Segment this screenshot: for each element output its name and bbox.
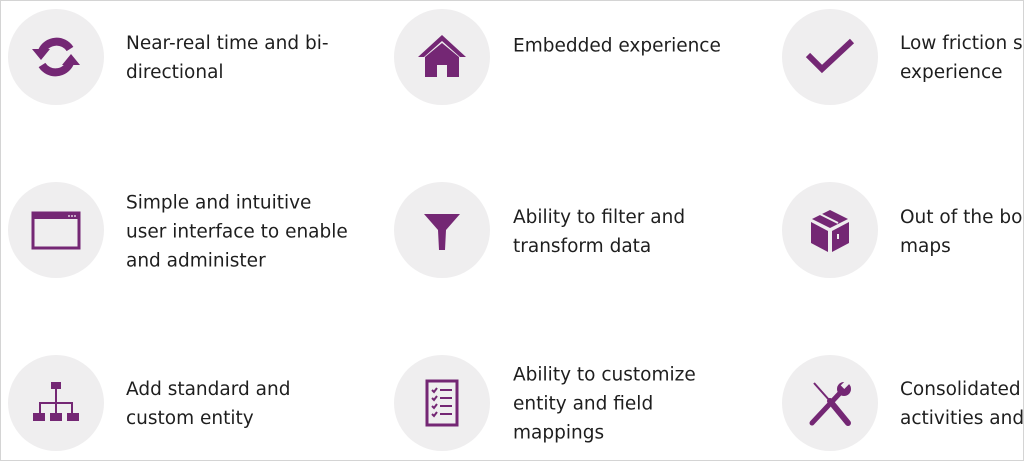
feature-icon-circle — [8, 355, 104, 451]
feature-line: activities and — [900, 408, 1024, 429]
feature-text: Embedded experience — [513, 32, 721, 61]
feature-line: mappings — [513, 422, 605, 444]
feature-line: user interface to enable — [126, 221, 348, 243]
feature-text: Simple and intuitive user interface to e… — [126, 189, 348, 276]
window-icon — [31, 211, 81, 250]
feature-text: Ability to filter and transform data — [513, 203, 685, 261]
feature-icon-circle — [782, 355, 878, 451]
feature-line: custom entity — [126, 408, 254, 429]
feature-icon-circle — [8, 9, 104, 105]
feature-text: Ability to customize entity and field ma… — [513, 361, 696, 448]
feature-icon-circle — [394, 355, 490, 451]
tools-icon — [809, 379, 851, 426]
feature-line: Consolidated — [900, 379, 1021, 400]
feature-line: Near-real time and bi- — [126, 33, 329, 54]
feature-icon-circle — [8, 182, 104, 278]
feature-line: Ability to filter and — [513, 207, 686, 228]
feature-icon-circle — [782, 182, 878, 278]
feature-icon-circle — [782, 9, 878, 105]
feature-line: transform data — [513, 236, 652, 257]
feature-line: Embedded experience — [513, 35, 721, 57]
feature-line: Ability to customize — [513, 364, 696, 386]
feature-text: Out of the bo maps — [900, 203, 1022, 261]
feature-line: Out of the bo — [900, 207, 1023, 228]
checkmark-icon — [805, 38, 855, 74]
feature-line: maps — [900, 236, 951, 257]
feature-line: Add standard and — [126, 379, 291, 400]
feature-line: Low friction s — [900, 33, 1023, 54]
feature-line: experience — [900, 62, 1003, 83]
feature-line: entity and field — [513, 393, 654, 415]
sync-icon — [32, 37, 80, 77]
home-icon — [418, 35, 466, 77]
filter-icon — [424, 214, 460, 250]
feature-text: Add standard and custom entity — [126, 375, 290, 433]
feature-text: Low friction s experience — [900, 29, 1023, 87]
feature-text: Consolidated activities and — [900, 375, 1024, 433]
hierarchy-icon — [33, 382, 79, 421]
feature-icon-circle — [394, 182, 490, 278]
feature-line: and administer — [126, 250, 266, 272]
feature-icon-circle — [394, 9, 490, 105]
feature-line: Simple and intuitive — [126, 192, 312, 214]
feature-line: directional — [126, 62, 224, 83]
checklist-icon — [425, 379, 459, 427]
package-icon — [811, 210, 849, 252]
feature-text: Near-real time and bi- directional — [126, 29, 329, 87]
